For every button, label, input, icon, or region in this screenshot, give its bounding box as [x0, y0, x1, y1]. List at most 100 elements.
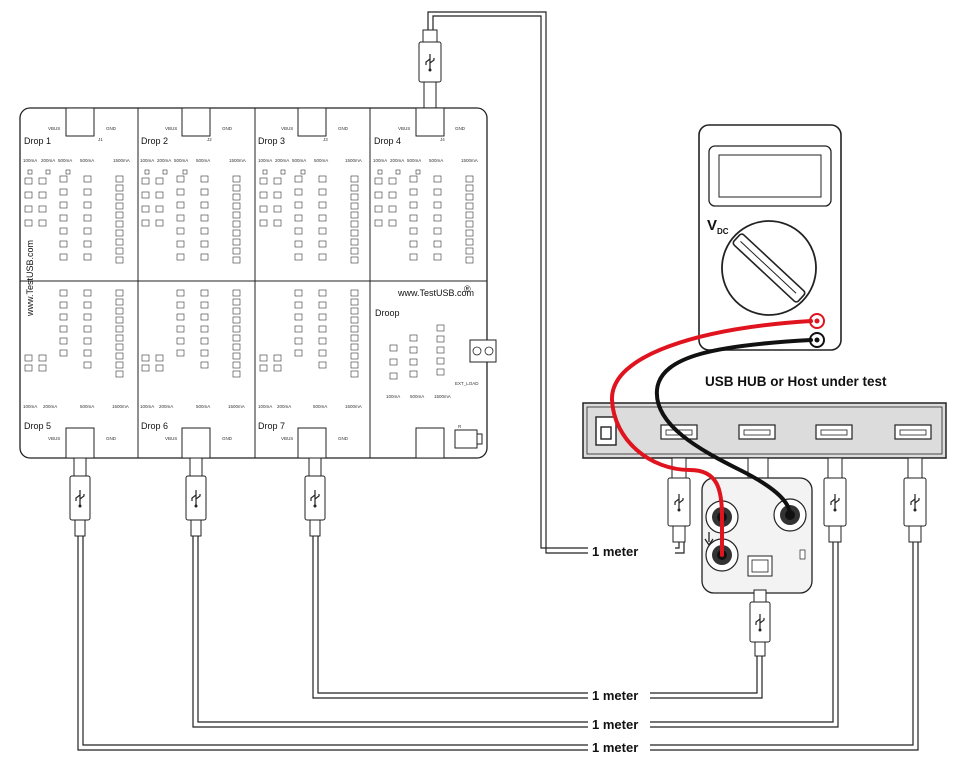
resistor-footprint — [59, 201, 68, 209]
resistor-footprint — [24, 191, 33, 199]
resistor-footprint — [318, 313, 327, 321]
resistor-footprint — [350, 202, 359, 210]
resistor-footprint — [176, 201, 185, 209]
resistor-footprint — [465, 229, 474, 237]
hub-port[interactable] — [738, 424, 776, 440]
resistor-footprint — [59, 301, 68, 309]
resistor-footprint — [374, 177, 383, 185]
silk-ext-load: EXT_LOAD — [455, 381, 479, 386]
resistor-footprint — [38, 191, 47, 199]
resistor-footprint — [409, 175, 418, 183]
resistor-footprint — [176, 289, 185, 297]
resistor-footprint — [83, 313, 92, 321]
resistor-footprint — [318, 201, 327, 209]
resistor-footprint — [389, 358, 398, 366]
resistor-footprint — [273, 191, 282, 199]
resistor-footprint — [115, 184, 124, 192]
testusb-board: Drop 1 Drop 2 Drop 3 Drop 4 Drop 5 Drop … — [19, 107, 497, 459]
resistor-footprint — [318, 361, 327, 369]
resistor-footprint — [200, 301, 209, 309]
resistor-footprint — [27, 169, 33, 175]
hub-port[interactable] — [815, 424, 853, 440]
silk-500ma: 500mA — [292, 158, 306, 163]
resistor-footprint — [115, 316, 124, 324]
silk-vbus: VBUS — [281, 126, 293, 131]
resistor-footprint — [155, 219, 164, 227]
resistor-footprint — [465, 211, 474, 219]
resistor-footprint — [115, 352, 124, 360]
silk-500ma: 500mA — [58, 158, 72, 163]
resistor-footprint — [465, 220, 474, 228]
resistor-footprint — [176, 227, 185, 235]
silk-500ma: 500mA — [410, 394, 424, 399]
resistor-footprint — [59, 188, 68, 196]
silk-500ma: 500mA — [80, 158, 94, 163]
resistor-footprint — [38, 364, 47, 372]
resistor-footprint — [115, 325, 124, 333]
resistor-footprint — [465, 175, 474, 183]
resistor-footprint — [388, 191, 397, 199]
silk-1500ma: 1500mA — [461, 158, 478, 163]
resistor-footprint — [155, 191, 164, 199]
resistor-footprint — [24, 219, 33, 227]
resistor-footprint — [83, 301, 92, 309]
usb-symbol-icon — [425, 54, 435, 72]
section-title: Drop 5 — [24, 421, 51, 431]
resistor-footprint — [294, 349, 303, 357]
resistor-footprint — [232, 193, 241, 201]
silk-vbus: VBUS — [48, 126, 60, 131]
resistor-footprint — [232, 229, 241, 237]
hub-label: USB HUB or Host under test — [705, 374, 887, 389]
resistor-footprint — [115, 256, 124, 264]
resistor-footprint — [115, 247, 124, 255]
resistor-footprint — [409, 188, 418, 196]
resistor-footprint — [465, 247, 474, 255]
resistor-footprint — [232, 334, 241, 342]
resistor-footprint — [259, 364, 268, 372]
power-button-icon[interactable] — [595, 416, 617, 446]
resistor-footprint — [83, 337, 92, 345]
resistor-footprint — [259, 354, 268, 362]
resistor-footprint — [436, 335, 445, 343]
resistor-footprint — [433, 214, 442, 222]
hub-port[interactable] — [894, 424, 932, 440]
silk-200ma: 200mA — [43, 404, 57, 409]
resistor-footprint — [259, 191, 268, 199]
resistor-footprint — [115, 193, 124, 201]
silk-500ma: 500mA — [429, 158, 443, 163]
cable-drop7-end — [650, 655, 763, 699]
resistor-footprint — [318, 253, 327, 261]
silk-gnd: GND — [222, 126, 233, 131]
section-title: Droop — [375, 308, 400, 318]
resistor-footprint — [24, 205, 33, 213]
cable-drop7-inner — [317, 535, 588, 694]
resistor-footprint — [83, 240, 92, 248]
resistor-footprint — [374, 205, 383, 213]
usb-symbol-icon — [191, 490, 201, 508]
resistor-footprint — [273, 219, 282, 227]
silk-200ma: 200mA — [390, 158, 404, 163]
resistor-footprint — [259, 219, 268, 227]
resistor-footprint — [59, 253, 68, 261]
resistor-footprint — [115, 298, 124, 306]
arrow-down-icon — [704, 532, 714, 547]
resistor-footprint — [350, 193, 359, 201]
usb-plug-hub-4 — [903, 457, 927, 543]
resistor-footprint — [182, 169, 188, 175]
resistor-footprint — [38, 177, 47, 185]
silk-100ma: 100mA — [23, 404, 37, 409]
silk-vbus: VBUS — [165, 126, 177, 131]
resistor-footprint — [115, 334, 124, 342]
resistor-footprint — [38, 219, 47, 227]
resistor-footprint — [273, 364, 282, 372]
resistor-footprint — [38, 354, 47, 362]
resistor-footprint — [465, 256, 474, 264]
resistor-footprint — [350, 238, 359, 246]
silk-vbus: VBUS — [48, 436, 60, 441]
silk-500ma: 500mA — [313, 404, 327, 409]
silk-100ma: 100mA — [140, 404, 154, 409]
silk-j2: J2 — [207, 137, 212, 142]
silk-100ma: 100mA — [23, 158, 37, 163]
resistor-footprint — [232, 370, 241, 378]
resistor-footprint — [318, 301, 327, 309]
